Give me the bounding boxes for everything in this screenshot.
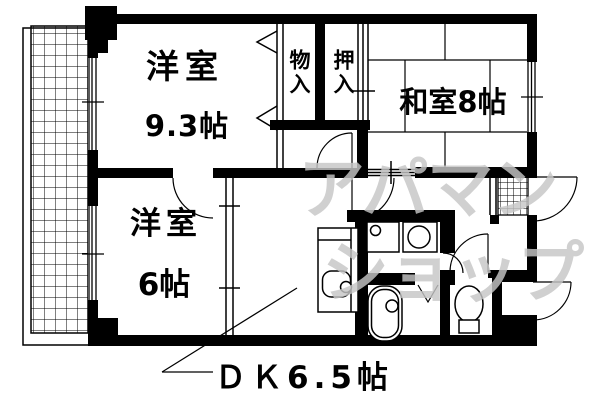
label-dining-kitchen: ＤＫ6.5帖 [215,360,393,396]
label-western-room1-size: 9.3帖 [144,109,230,143]
oshiire-fusuma [351,24,375,122]
door-vestibule [316,132,353,169]
door-toilet [449,233,489,273]
label-japanese-room: 和室8帖 [399,85,507,119]
door-room1-to-room2 [172,177,214,219]
label-western-room1-name: 洋室 [146,47,224,86]
watermark-line1: アパマン [298,150,559,228]
window-japanese-room [521,62,543,132]
kitchen-counter [317,227,359,313]
walls [85,6,537,346]
door-arcs [172,132,578,321]
tatami-lines [368,24,527,167]
windows [82,58,543,300]
door-dk [351,177,395,221]
label-western-room2-size: 6帖 [137,267,191,303]
label-closet: 押入 [331,49,355,97]
entrance-tataki [497,176,529,216]
vanity-sink [402,221,438,253]
entrance-step [489,177,497,215]
entrance-door [532,176,578,222]
door-washroom [442,252,464,274]
balcony [22,25,98,346]
dk-leader-line [161,287,298,373]
fixtures [317,221,484,342]
door-outdoor-closet [532,281,572,321]
partitions [219,24,497,335]
toilet [454,285,484,334]
washing-machine-pan [366,221,400,253]
label-western-room2-name: 洋室 [130,206,202,242]
window-west-room1 [82,58,104,150]
window-west-room2 [82,206,104,300]
japanese-room-sliding-door [368,161,415,184]
watermark-line2: ショップ [322,234,584,312]
bath-folding-door [417,284,439,304]
kitchen-faucet [339,280,353,294]
bifold-closet-door [255,30,278,131]
label-storage: 物入 [287,49,311,97]
bathtub [367,285,403,342]
